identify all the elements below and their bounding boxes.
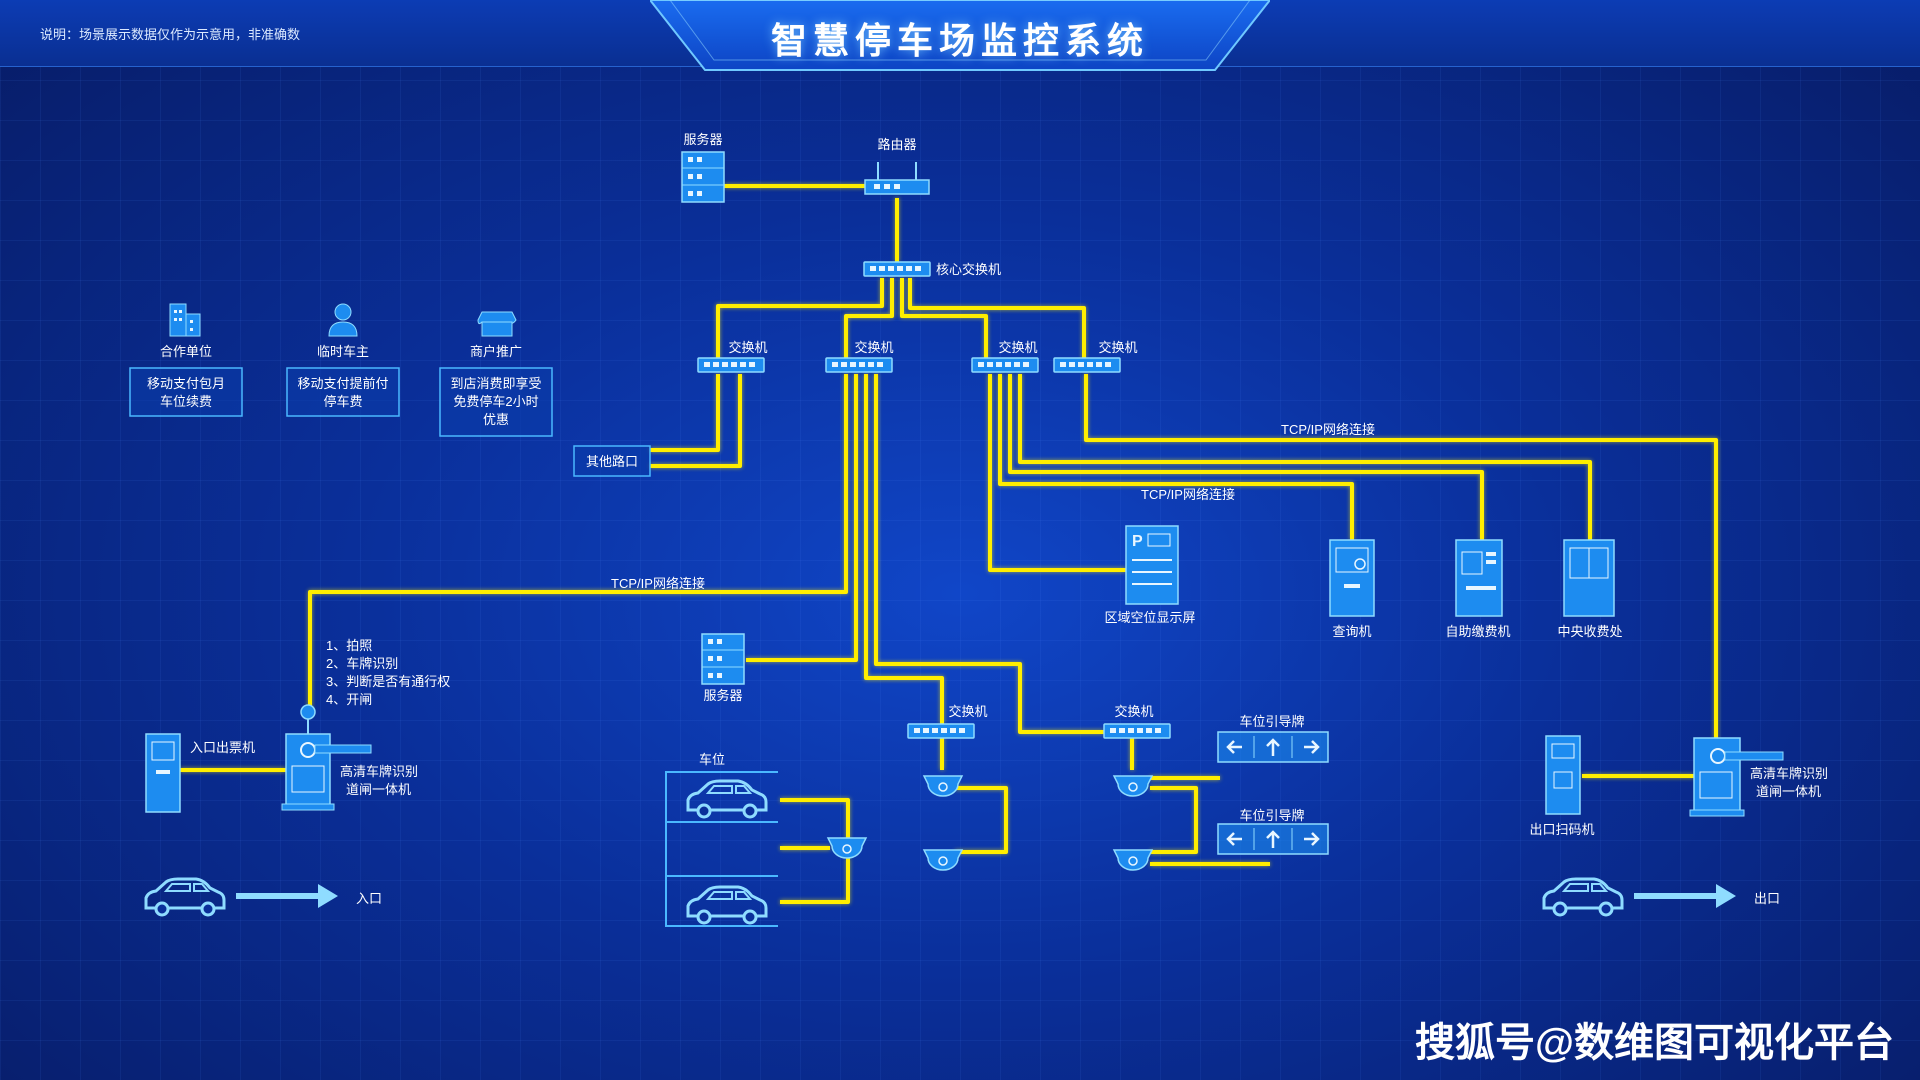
entry-ticket-icon [145,733,181,813]
user-desc-line: 停车费 [323,394,362,409]
camera-icon [923,849,963,871]
user-name: 商户推广 [470,344,522,359]
user-group-partner: 合作单位 移动支付包月 车位续费 [129,303,243,417]
server-top-icon [681,151,725,203]
tcp-label-2: TCP/IP网络连接 [1141,487,1235,502]
user-group-merchant: 商户推广 到店消费即享受 免费停车2小时 优惠 [439,311,553,437]
guide-sign-1-label: 车位引导牌 [1239,714,1304,729]
self-pay-icon [1455,539,1503,617]
exit-arrow-icon [1634,884,1736,908]
router-icon [864,162,930,195]
step-1: 1、拍照 [326,638,372,653]
exit-lpr-label-1: 高清车牌识别 [1750,766,1828,781]
switch-f-icon [1103,723,1171,739]
step-3: 3、判断是否有通行权 [326,674,450,689]
user-name: 合作单位 [160,344,212,359]
user-desc-line: 优惠 [483,412,509,427]
other-gate-label: 其他路口 [586,454,638,469]
person-icon [328,303,358,337]
central-cashier-icon [1563,539,1615,617]
parking-space-label: 车位 [699,752,725,767]
exit-car-icon [1542,877,1624,917]
parking-space-block [665,771,778,927]
switch-d-icon [1053,357,1121,373]
query-kiosk-label: 查询机 [1332,624,1371,639]
switch-b-icon [825,357,893,373]
tcp-label-3: TCP/IP网络连接 [611,576,705,591]
other-gate-box [573,445,651,477]
exit-label: 出口 [1754,891,1780,906]
camera-icon [827,837,867,859]
watermark: 搜狐号@数维图可视化平台 [1415,1021,1895,1065]
step-2: 2、车牌识别 [326,656,398,671]
switch-b-label: 交换机 [854,340,893,355]
guide-sign-2-label: 车位引导牌 [1239,808,1304,823]
tcp-label-1: TCP/IP网络连接 [1281,422,1375,437]
server-mid-label: 服务器 [703,688,742,703]
entry-lpr-label-2: 道闸一体机 [346,782,411,797]
core-switch-label: 核心交换机 [936,262,1001,277]
central-cashier-label: 中央收费处 [1557,624,1622,639]
zone-display-icon: P [1125,525,1179,605]
user-desc-line: 免费停车2小时 [453,394,538,409]
camera-icon [1113,775,1153,797]
camera-icon [1113,849,1153,871]
switch-f-label: 交换机 [1114,704,1153,719]
switch-a-icon [697,357,765,373]
user-desc-line: 移动支付包月 [147,376,225,391]
user-desc-box [129,367,243,417]
server-mid-icon [701,633,745,685]
router-label: 路由器 [877,137,916,152]
exit-scan-label: 出口扫码机 [1529,822,1594,837]
entry-lpr-label-1: 高清车牌识别 [340,764,418,779]
server-top-label: 服务器 [683,132,722,147]
title-plate [650,0,1270,71]
car-icon [686,885,768,925]
switch-e-icon [907,723,975,739]
exit-lpr-label-2: 道闸一体机 [1756,784,1821,799]
entry-lpr-icon [281,704,372,811]
user-desc-box [439,367,553,437]
switch-c-icon [971,357,1039,373]
step-4: 4、开闸 [326,692,372,707]
svg-text:P: P [1132,533,1143,550]
user-name: 临时车主 [317,344,369,359]
core-switch-icon [863,261,931,277]
entrance-car-icon [144,877,226,917]
switch-c-label: 交换机 [998,340,1037,355]
building-icon [169,303,201,337]
exit-scan-icon [1545,735,1581,815]
wires [180,184,1718,904]
page-title: 智慧停车场监控系统 [770,20,1149,61]
entrance-label: 入口 [356,891,382,906]
switch-d-label: 交换机 [1098,340,1137,355]
entrance-arrow-icon [236,884,338,908]
user-desc-box [286,367,400,417]
self-pay-label: 自助缴费机 [1445,624,1510,639]
user-group-temp-owner: 临时车主 移动支付提前付 停车费 [286,303,400,417]
switch-e-label: 交换机 [948,704,987,719]
guide-sign-2-icon [1216,822,1330,856]
disclaimer-note: 说明：场景展示数据仅作为示意用，非准确数 [40,27,301,42]
zone-display-label: 区域空位显示屏 [1104,610,1195,625]
camera-icon [923,775,963,797]
shop-icon [477,311,517,337]
car-icon [686,779,768,819]
switch-a-label: 交换机 [728,340,767,355]
entry-ticket-label: 入口出票机 [190,740,255,755]
query-kiosk-icon [1329,539,1375,617]
user-desc-line: 车位续费 [160,394,212,409]
guide-sign-1-icon [1216,730,1330,764]
exit-lpr-icon [1689,737,1784,817]
user-desc-line: 移动支付提前付 [297,376,388,391]
user-desc-line: 到店消费即享受 [450,376,541,391]
